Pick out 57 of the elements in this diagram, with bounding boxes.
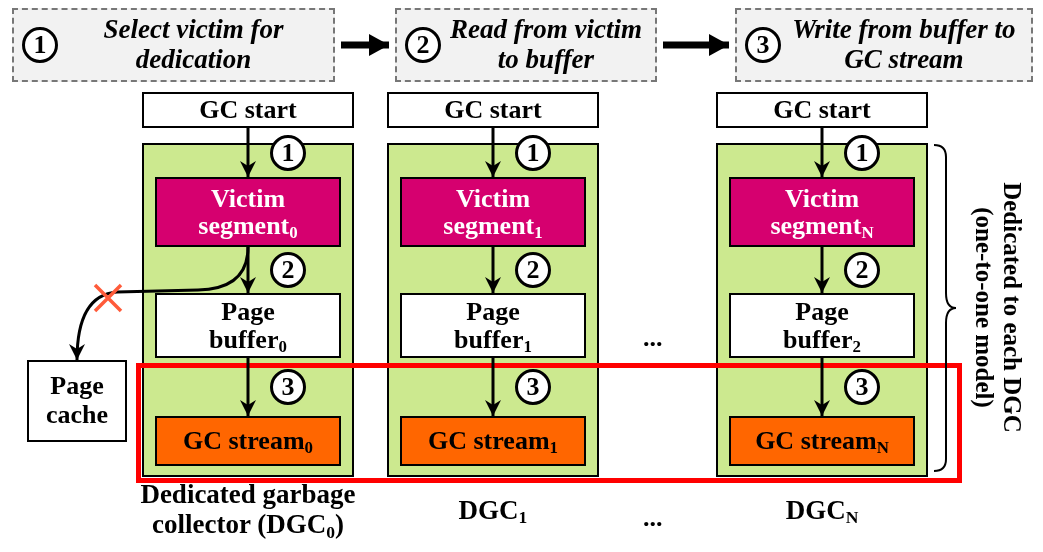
segment-label: Victim segment$_{1}$ <box>442 184 544 240</box>
brace-label: Dedicated to each DGC (one-to-one model) <box>970 181 1026 435</box>
stream-label: GC stream$_{1}$ <box>428 428 558 454</box>
buffer-label: Page buffer$_{0}$ <box>208 298 288 353</box>
step-number: 1 <box>515 134 551 171</box>
cache-box <box>27 360 127 442</box>
arrow <box>69 246 250 361</box>
step-box <box>735 8 1033 82</box>
start-box <box>142 92 354 128</box>
collector-panel <box>387 143 599 477</box>
step-number: 1 <box>270 134 306 171</box>
start-label: GC start <box>444 97 542 123</box>
stream-box <box>400 416 586 466</box>
cache-label: Page cache <box>44 372 110 430</box>
segment-box <box>155 177 341 247</box>
step-title: Read from victim to buffer <box>449 15 643 75</box>
step-number: 1 <box>844 134 880 171</box>
arrow <box>485 128 501 177</box>
collector-caption: DGC$_{1}$ <box>458 495 528 526</box>
stream-box <box>729 416 915 466</box>
ellipsis: ... <box>643 325 663 351</box>
start-label: GC start <box>773 97 871 123</box>
segment-label: Victim segment$_{N}$ <box>769 184 875 240</box>
arrow <box>814 247 830 293</box>
arrow <box>485 358 501 416</box>
buffer-label: Page buffer$_{1}$ <box>453 298 533 353</box>
arrow <box>240 128 256 177</box>
arrow <box>240 358 256 416</box>
segment-box <box>400 177 586 247</box>
stream-label: GC stream$_{N}$ <box>755 428 889 454</box>
collector-caption: Dedicated garbage collector (DGC$_{0}$) <box>139 479 357 540</box>
step-number: 1 <box>22 27 58 63</box>
arrow <box>240 247 256 293</box>
start-label: GC start <box>199 97 297 123</box>
stream-label: GC stream$_{0}$ <box>183 428 313 454</box>
arrow <box>814 358 830 416</box>
ellipsis: ... <box>643 505 663 531</box>
start-box <box>387 92 599 128</box>
collector-panel <box>142 143 354 477</box>
step-title: Write from buffer to GC stream <box>791 15 1017 75</box>
step-box <box>12 8 335 82</box>
segment-label: Victim segment$_{0}$ <box>197 184 299 240</box>
step-box <box>395 8 657 82</box>
arrow <box>485 247 501 293</box>
start-box <box>716 92 928 128</box>
step-title: Select victim for dedication <box>102 15 285 75</box>
segment-box <box>729 177 915 247</box>
step-number: 2 <box>405 27 441 63</box>
arrow <box>814 128 830 177</box>
step-number: 3 <box>745 27 781 63</box>
stream-box <box>155 416 341 466</box>
collector-panel <box>716 143 928 477</box>
buffer-label: Page buffer$_{2}$ <box>782 298 862 353</box>
collector-caption: DGC$_{N}$ <box>785 495 859 526</box>
buffer-box <box>729 293 915 358</box>
buffer-box <box>400 293 586 358</box>
buffer-box <box>155 293 341 358</box>
